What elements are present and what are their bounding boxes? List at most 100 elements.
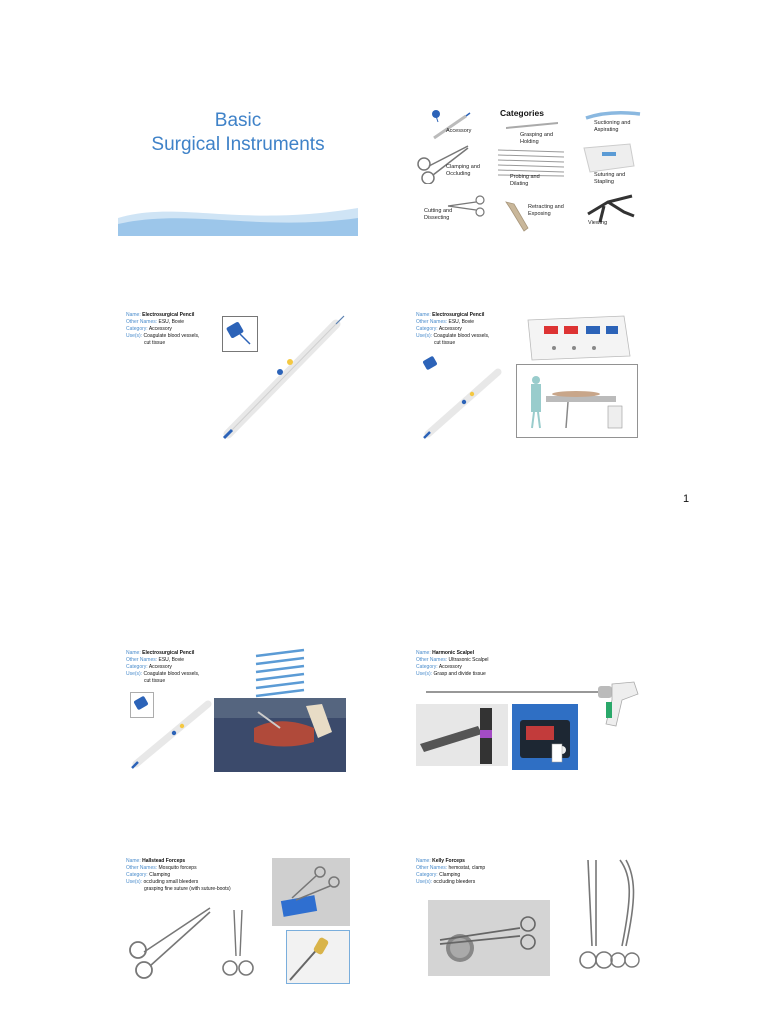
page-number: 1: [683, 493, 690, 505]
name-label: Name:: [416, 312, 431, 318]
clamping-scissors-icon: [417, 145, 469, 184]
category-value: Accessory: [438, 326, 462, 332]
category-label-retracting: Retracting and Exposing: [528, 204, 574, 217]
other-names-label: Other Names:: [416, 319, 448, 325]
slide-harmonic-scalpel: Name: Harmonic Scalpel Other Names: Ultr…: [408, 638, 648, 818]
suturing-pack-icon: [583, 143, 635, 173]
other-names-value: ESU, Bovie: [158, 319, 185, 325]
category-label-cutting-text: Cutting and Dissecting: [424, 208, 453, 221]
other-names-value: ESU, Bovie: [448, 319, 475, 325]
category-label: Category:: [416, 326, 438, 332]
uses-label: Use(s):: [126, 879, 143, 885]
slide-electrosurgical-pencil-2: Name: Electrosurgical Pencil Other Names…: [408, 300, 648, 480]
slide-categories: Categories Accessory Grasping and Holdin…: [408, 100, 648, 280]
uses-label: Use(s):: [416, 671, 433, 677]
operating-room-diagram: [516, 364, 638, 438]
name-label: Name:: [126, 312, 141, 318]
hallstead-forceps-vertical-image: [222, 909, 254, 976]
electrosurgical-pencil-image: [222, 315, 345, 440]
other-names-label: Other Names:: [126, 319, 158, 325]
category-label-retracting-text: Retracting and Exposing: [528, 204, 564, 217]
category-label: Category:: [416, 872, 438, 878]
uses-label: Use(s):: [416, 333, 433, 339]
name-label: Name:: [416, 858, 431, 864]
other-names-label: Other Names:: [126, 865, 158, 871]
category-label: Category:: [126, 326, 148, 332]
hallstead-forceps-image: [129, 907, 211, 979]
slide-electrosurgical-pencil-3: Name: Electrosurgical Pencil Other Names…: [118, 638, 358, 818]
category-label: Category:: [126, 872, 148, 878]
scalpel-generator-image: [512, 704, 578, 770]
other-names-label: Other Names:: [416, 657, 448, 663]
grasping-forceps-icon: [506, 122, 558, 129]
slide-hallstead-forceps: Name: Hallstead Forceps Other Names: Mos…: [118, 846, 358, 1026]
instrument-name: Kelly Forceps: [432, 858, 465, 864]
category-label: Category:: [416, 664, 438, 670]
other-names-label: Other Names:: [416, 865, 448, 871]
category-label-clamping: Clamping and Occluding: [446, 164, 492, 177]
forceps-on-sponge-photo: [272, 858, 350, 926]
category-label-viewing: Viewing: [588, 220, 608, 226]
speculum-icon: [587, 194, 635, 223]
uses-value-2: cut tissue: [434, 340, 456, 346]
instrument-name: Hallstead Forceps: [142, 858, 186, 864]
instrument-info: Name: Harmonic Scalpel Other Names: Ultr…: [416, 650, 526, 678]
category-value: Accessory: [148, 326, 172, 332]
suction-tip-icon: [585, 111, 641, 120]
electrosurgical-pencil-image: [423, 368, 502, 439]
category-label-clamping-text: Clamping and Occluding: [446, 164, 480, 177]
category-label-suturing: Suturing and Stapling: [594, 172, 640, 185]
instrument-name: Harmonic Scalpel: [432, 650, 475, 656]
retractor-icon: [505, 201, 529, 232]
slide-electrosurgical-pencil-1: Name: Electrosurgical Pencil Other Names…: [118, 300, 358, 480]
category-label-suctioning: Suctioning and Aspirating: [594, 120, 640, 133]
plug-image: [222, 316, 258, 352]
name-label: Name:: [126, 650, 141, 656]
other-names-value: hemostat, clamp: [448, 865, 486, 871]
categories-heading: Categories: [500, 108, 544, 118]
other-names-value: ESU, Bovie: [158, 657, 185, 663]
category-label-suctioning-text: Suctioning and Aspirating: [594, 120, 631, 133]
uses-value: occluding bleeders: [433, 879, 476, 885]
slide-kelly-forceps: Name: Kelly Forceps Other Names: hemosta…: [408, 846, 648, 1026]
uses-label: Use(s):: [416, 879, 433, 885]
accessory-pencil-icon: [432, 110, 471, 140]
probing-dilators-icon: [497, 149, 565, 177]
harmonic-scalpel-image: [426, 681, 639, 727]
uses-label: Use(s):: [126, 333, 143, 339]
name-label: Name:: [126, 858, 141, 864]
kelly-forceps-photo: [428, 900, 550, 976]
category-label: Category:: [126, 664, 148, 670]
uses-label: Use(s):: [126, 671, 143, 677]
other-names-value: Ultrasonic Scalpel: [448, 657, 489, 663]
other-names-value: Mosquito forceps: [158, 865, 197, 871]
slide-title-line2: Surgical Instruments: [151, 134, 325, 155]
category-value: Accessory: [438, 664, 462, 670]
instrument-name: Electrosurgical Pencil: [432, 312, 485, 318]
uses-value-2: cut tissue: [144, 340, 166, 346]
uses-value: Coagulate blood vessels,: [143, 671, 200, 677]
instrument-name: Electrosurgical Pencil: [142, 650, 195, 656]
category-value: Clamping: [439, 872, 461, 878]
category-label-cutting: Cutting and Dissecting: [424, 208, 464, 221]
instrument-info: Name: Kelly Forceps Other Names: hemosta…: [416, 858, 526, 886]
category-label-probing: Probing and Dilating: [510, 174, 550, 187]
uses-value: occluding small bleeders: [143, 879, 199, 885]
category-label-grasping: Grasping and Holding: [520, 132, 560, 145]
instrument-info: Name: Electrosurgical Pencil Other Names…: [416, 312, 526, 347]
wave-decoration: [118, 208, 358, 236]
category-label-suturing-text: Suturing and Stapling: [594, 172, 626, 185]
instrument-name: Electrosurgical Pencil: [142, 312, 195, 318]
category-value: Accessory: [148, 664, 172, 670]
category-value: Clamping: [149, 872, 171, 878]
scalpel-tip-closeup: [416, 704, 508, 766]
slide-title-line1: Basic: [214, 110, 262, 131]
plug-image: [130, 692, 154, 718]
esu-generator-image: [527, 315, 631, 361]
instrument-info: Name: Hallstead Forceps Other Names: Mos…: [126, 858, 236, 893]
kelly-forceps-vertical-image: [579, 859, 640, 969]
uses-value: Grasp and divide tissue: [433, 671, 486, 677]
category-label-accessory: Accessory: [446, 128, 472, 134]
uses-value-2: grasping fine suture (with suture-boots): [144, 886, 231, 892]
uses-value: Coagulate blood vessels,: [433, 333, 490, 339]
